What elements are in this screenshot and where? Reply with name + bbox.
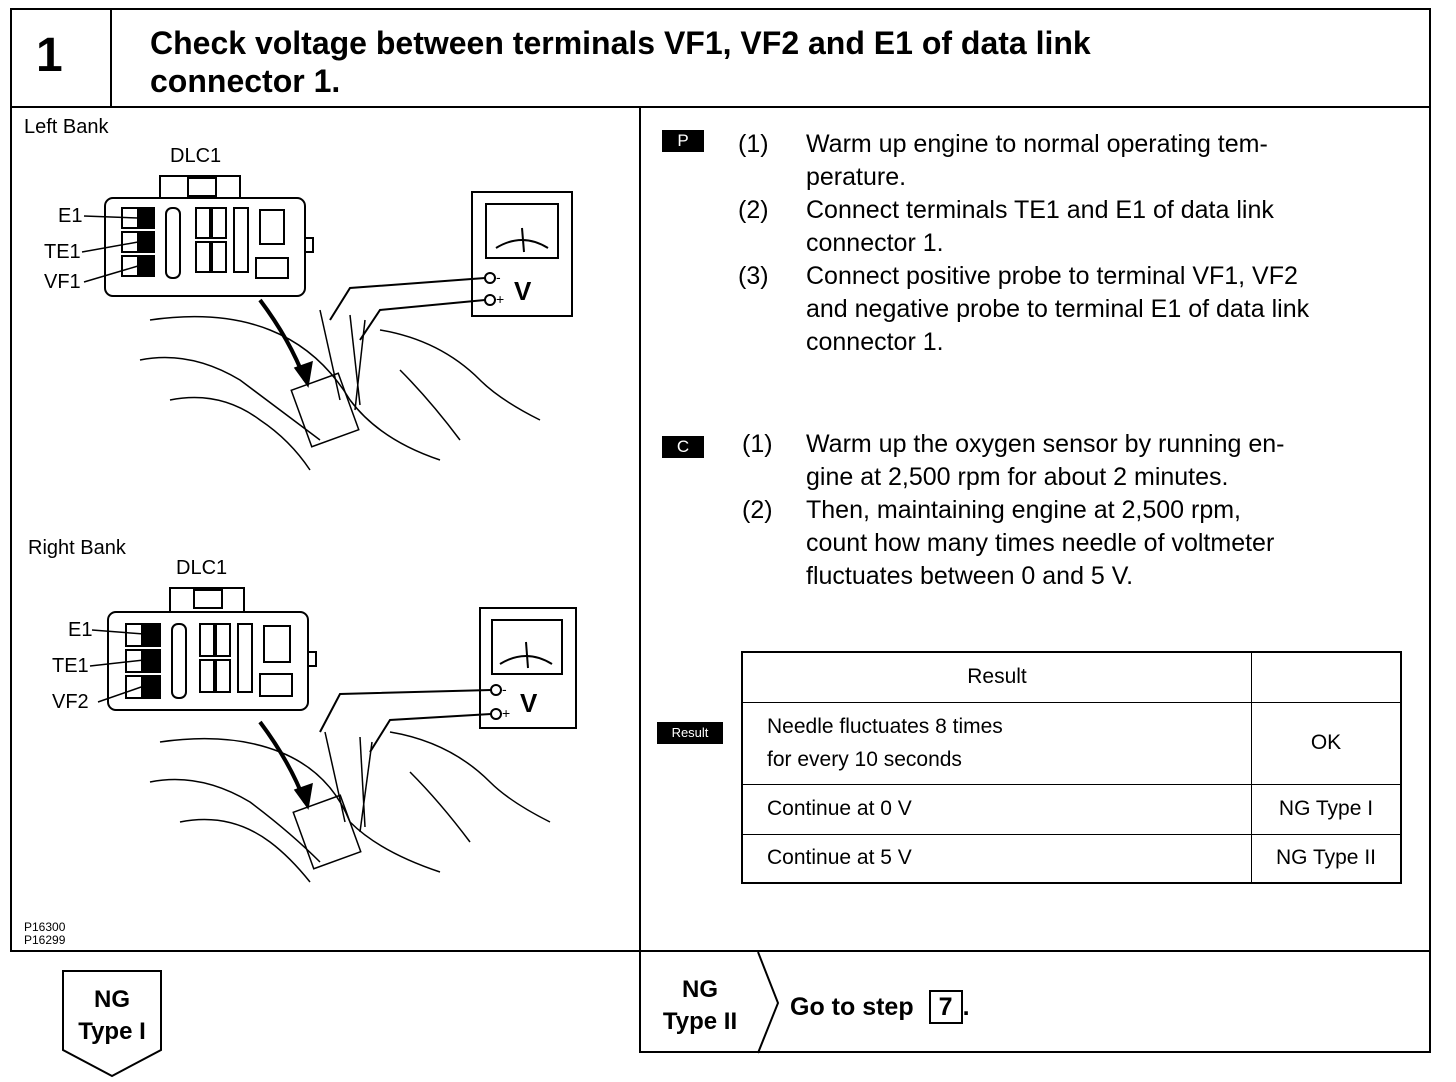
table-row: Needle fluctuates 8 times for every 10 s… (741, 701, 1402, 785)
p-step-1-line-2: perature. (806, 163, 907, 191)
page-title: Check voltage between terminals VF1, VF2… (150, 24, 1350, 100)
c-step-2-line-3: fluctuates between 0 and 5 V. (806, 562, 1134, 590)
right-terminal-te1: TE1 (52, 655, 89, 677)
right-meter-unit: V (520, 688, 538, 718)
p-step-1: (1) Warm up engine to normal operating t… (738, 128, 1408, 198)
c-step-1-line-2: gine at 2,500 rpm for about 2 minutes. (806, 463, 1229, 491)
right-dlc1-label: DLC1 (176, 557, 227, 579)
p-step-3: (3) Connect positive probe to terminal V… (738, 260, 1408, 360)
c-step-2-line-2: count how many times needle of voltmeter (806, 529, 1275, 557)
header-divider (10, 106, 1431, 108)
left-probe-wires (329, 277, 486, 341)
table-cell-status: NG Type I (1251, 783, 1402, 835)
step-number-divider (110, 8, 112, 108)
left-bank-label: Left Bank (24, 116, 109, 138)
left-meter-plus: + (496, 291, 504, 307)
c-step-2-num: (2) (742, 496, 773, 524)
step-number: 1 (36, 29, 63, 82)
goto-step: Go to step 7. (790, 990, 970, 1024)
right-meter-minus: - (502, 681, 507, 697)
table-cell-status: OK (1251, 701, 1402, 785)
right-meter-plus: + (502, 705, 510, 721)
left-dlc1-label: DLC1 (170, 145, 221, 167)
result-table: Result Needle fluctuates 8 times for eve… (741, 651, 1402, 884)
p-step-2-num: (2) (738, 196, 769, 224)
table-row: Continue at 0 V NG Type I (741, 783, 1402, 835)
ng-type2-chevron (757, 952, 780, 1054)
right-bank-label: Right Bank (28, 537, 126, 559)
left-terminal-vf1: VF1 (44, 271, 81, 293)
badge-c: C (662, 436, 704, 458)
ng-type2-line-1: NG (682, 976, 718, 1003)
table-header-row: Result (741, 651, 1402, 703)
right-terminal-vf2: VF2 (52, 691, 89, 713)
figure-ref-1: P16300 (24, 920, 66, 934)
column-divider (639, 107, 641, 952)
procedure-frame (10, 8, 1431, 952)
c-step-1-num: (1) (742, 430, 773, 458)
left-meter-minus: - (496, 269, 501, 285)
row-1-line-2: for every 10 seconds (767, 748, 962, 771)
p-step-1-line-1: Warm up engine to normal operating tem- (806, 130, 1268, 158)
right-bank-diagram: DLC1 E1 TE1 VF2 - + V (52, 557, 577, 883)
ng-type1-arrow (62, 970, 162, 1078)
c-step-2-line-1: Then, maintaining engine at 2,500 rpm, (806, 496, 1241, 524)
p-step-3-line-2: and negative probe to terminal E1 of dat… (806, 295, 1310, 323)
left-terminal-te1: TE1 (44, 241, 81, 263)
goto-end: . (962, 993, 970, 1021)
ng-type1-line-1: NG (94, 986, 130, 1013)
ng-type1-label: NG Type I (60, 984, 164, 1048)
badge-result: Result (657, 722, 723, 744)
table-cell-result: Continue at 0 V (741, 783, 1252, 835)
left-engine-sketch (139, 298, 541, 471)
p-step-3-num: (3) (738, 262, 769, 290)
ng-type2-label: NG Type II (645, 974, 755, 1038)
table-cell-status: NG Type II (1251, 833, 1402, 884)
p-step-1-num: (1) (738, 130, 769, 158)
c-step-1-line-1: Warm up the oxygen sensor by running en- (806, 430, 1285, 458)
table-header-status (1251, 651, 1402, 703)
ng-type1-line-2: Type I (78, 1018, 146, 1045)
table-row: Continue at 5 V NG Type II (741, 833, 1402, 884)
title-line-2: connector 1. (150, 63, 341, 99)
title-line-1: Check voltage between terminals VF1, VF2… (150, 25, 1091, 61)
ng-type2-box (639, 952, 1431, 1053)
goto-text: Go to step (790, 993, 914, 1021)
ng-type2-line-2: Type II (662, 1008, 738, 1035)
badge-p: P (662, 130, 704, 152)
table-header-result: Result (741, 651, 1252, 703)
right-probe-wires (319, 689, 492, 753)
left-terminal-e1: E1 (58, 205, 82, 227)
p-step-3-line-3: connector 1. (806, 328, 944, 356)
p-step-2-line-1: Connect terminals TE1 and E1 of data lin… (806, 196, 1274, 224)
figure-ref-2: P16299 (24, 933, 66, 947)
right-engine-sketch (149, 720, 551, 883)
left-dlc1-connector (104, 175, 314, 297)
p-step-3-line-1: Connect positive probe to terminal VF1, … (806, 262, 1298, 290)
c-step-2: (2) Then, maintaining engine at 2,500 rp… (738, 494, 1408, 594)
goto-step-link[interactable]: 7 (928, 990, 963, 1024)
p-step-2-line-2: connector 1. (806, 229, 944, 257)
c-step-1: (1) Warm up the oxygen sensor by running… (738, 428, 1408, 498)
left-bank-diagram: DLC1 E1 TE1 VF1 - + V (44, 145, 573, 471)
right-dlc1-connector (107, 587, 317, 711)
table-cell-result: Needle fluctuates 8 times for every 10 s… (741, 701, 1252, 785)
right-terminal-e1: E1 (68, 619, 92, 641)
left-meter-unit: V (514, 276, 532, 306)
p-step-2: (2) Connect terminals TE1 and E1 of data… (738, 194, 1408, 264)
table-cell-result: Continue at 5 V (741, 833, 1252, 884)
row-1-line-1: Needle fluctuates 8 times (767, 715, 1003, 738)
